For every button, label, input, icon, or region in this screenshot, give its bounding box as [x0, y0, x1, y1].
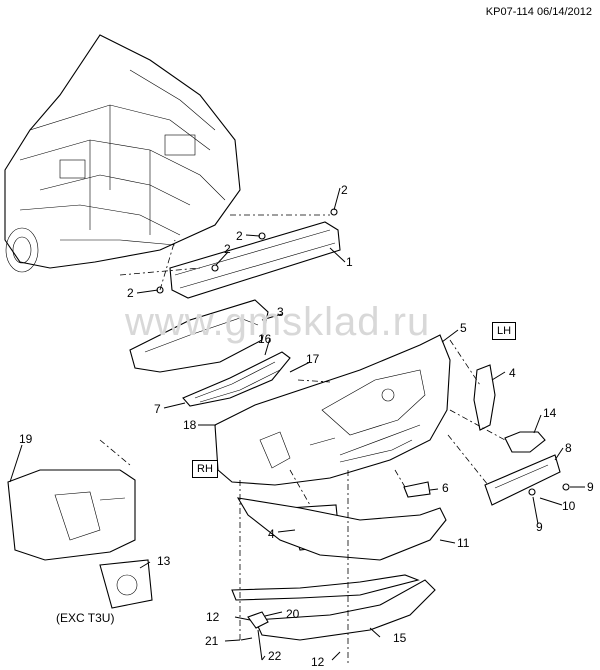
callout-8: 8 [565, 441, 572, 455]
air-deflector [236, 497, 447, 561]
callout-20: 20 [286, 607, 300, 621]
side-bracket-lh [473, 364, 496, 431]
leader-lines [9, 187, 585, 661]
callout-21: 21 [205, 634, 219, 648]
license-plate-bracket [484, 454, 561, 506]
callout-13: 13 [157, 554, 171, 568]
watermark: www.gmsklad.ru [125, 300, 431, 344]
callout-19: 19 [19, 432, 33, 446]
lower-shield [254, 579, 436, 641]
callout-12-left: 12 [206, 610, 220, 624]
callout-2-mid: 2 [224, 242, 231, 256]
impact-bar [169, 221, 341, 299]
callout-10: 10 [562, 499, 576, 513]
rh-fascia-fragment [7, 469, 136, 561]
bumper-fascia [214, 334, 451, 486]
callout-2-upper-mid: 2 [236, 229, 243, 243]
vehicle-front-structure [4, 34, 241, 273]
lower-molding [231, 574, 420, 601]
callout-4-bezel: 4 [268, 527, 275, 541]
callout-15: 15 [393, 631, 407, 645]
callout-1: 1 [346, 255, 353, 269]
callout-5: 5 [460, 321, 467, 335]
callout-12-bottom: 12 [311, 655, 325, 669]
callout-9-lower: 9 [536, 520, 543, 534]
emblem [504, 431, 546, 453]
callout-14: 14 [543, 406, 557, 420]
callout-2-left: 2 [127, 286, 134, 300]
rh-orientation-tag: RH [192, 460, 218, 478]
callout-11: 11 [457, 536, 470, 550]
lower-grille [182, 351, 291, 407]
callout-4-right: 4 [509, 366, 516, 380]
callout-9-right: 9 [587, 480, 594, 494]
callout-7: 7 [154, 402, 161, 416]
callout-17: 17 [306, 352, 320, 366]
fog-lamp-bezel-13 [99, 559, 153, 609]
drawing-code: KP07-114 06/14/2012 [485, 6, 592, 18]
callout-2-top: 2 [341, 183, 348, 197]
fasteners [156, 208, 570, 661]
lh-orientation-tag: LH [492, 322, 517, 340]
callout-22: 22 [268, 649, 282, 663]
alignment-lines [99, 214, 506, 665]
callout-6: 6 [442, 481, 449, 495]
energy-absorber [129, 299, 269, 373]
exception-note: (EXC T3U) [56, 611, 115, 625]
callout-18: 18 [183, 418, 197, 432]
callout-16: 16 [258, 332, 272, 346]
callout-3: 3 [277, 305, 284, 319]
